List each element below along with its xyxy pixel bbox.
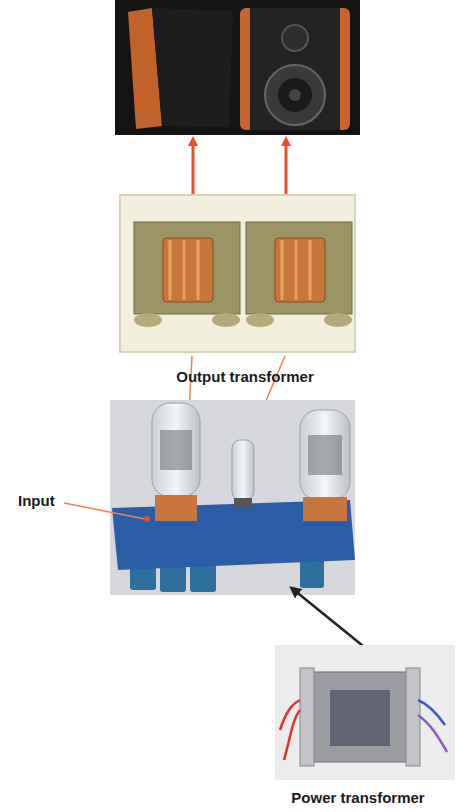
output-transformer-photo	[120, 195, 355, 352]
caption-text: Power transformer	[289, 789, 427, 807]
power-transformer-photo	[275, 645, 455, 780]
caption-text: Output transformer	[174, 368, 316, 386]
leader-line	[64, 503, 145, 519]
caption-box: Power transformer	[289, 789, 427, 807]
part-label: Input	[18, 492, 55, 510]
power-arrow	[294, 590, 368, 650]
input-point	[144, 516, 150, 522]
caption-box: Output transformer	[174, 368, 316, 386]
signal-arrow	[285, 141, 288, 198]
amplifier-board-photo	[110, 400, 355, 595]
signal-arrow	[192, 141, 195, 198]
speakers-photo	[115, 0, 360, 135]
